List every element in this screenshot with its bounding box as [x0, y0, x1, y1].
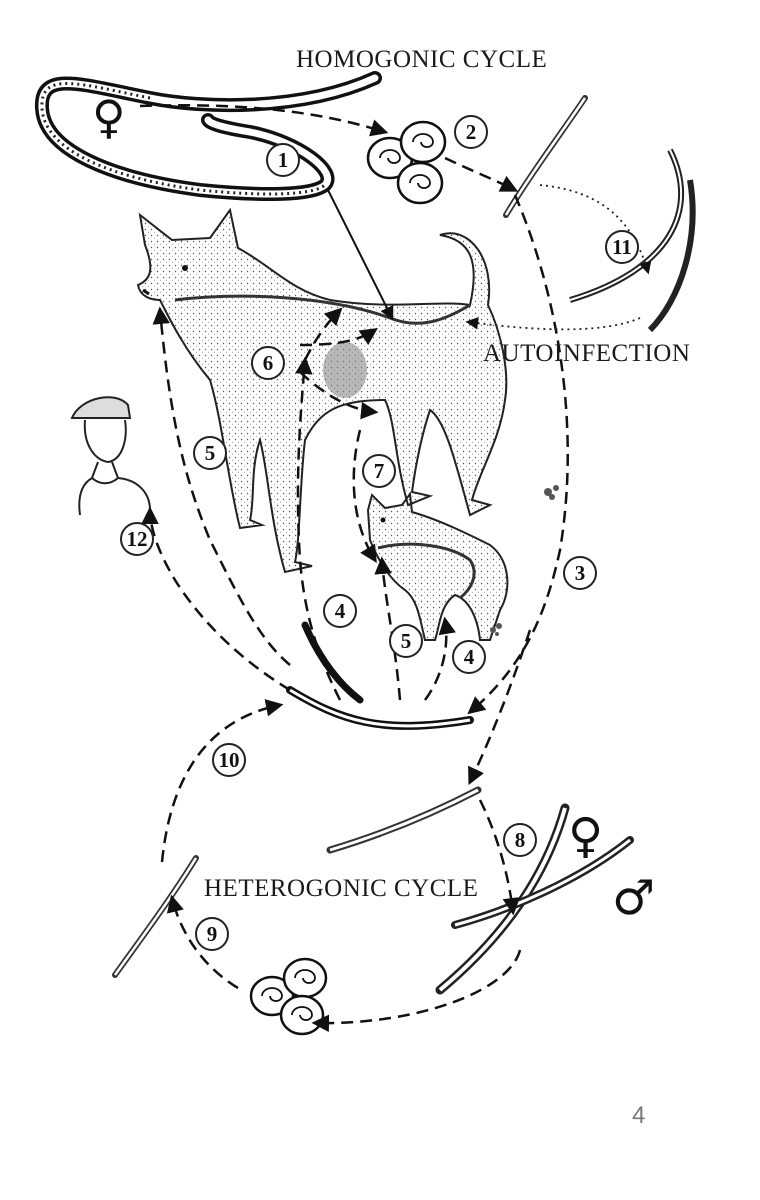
homogonic-cycle-label: HOMOGONIC CYCLE [296, 46, 548, 73]
step-2: 2 [454, 115, 488, 149]
larva-icon-lower [326, 786, 482, 854]
larvae-pair-icon [286, 621, 474, 730]
step-10: 10 [212, 743, 246, 777]
step-1: 1 [266, 143, 300, 177]
step-5b: 5 [389, 624, 423, 658]
step-4b: 4 [452, 640, 486, 674]
male-symbol: ♂ [612, 870, 656, 926]
step-5: 5 [193, 436, 227, 470]
autoinfection-larvae-icon [569, 148, 696, 333]
step-4: 4 [323, 594, 357, 628]
heterogonic-cycle-label: HETEROGONIC CYCLE [204, 875, 479, 902]
step-12: 12 [120, 522, 154, 556]
autoinfection-label: AUTOINFECTION [483, 340, 691, 367]
step-11: 11 [605, 230, 639, 264]
egg-cluster-icon-bottom [249, 957, 328, 1036]
egg-cluster-icon [366, 120, 447, 205]
human-icon [70, 396, 151, 516]
cycle-arrows [139, 104, 569, 1033]
debris-icon [490, 485, 559, 636]
step-3: 3 [563, 556, 597, 590]
female-symbol: ♀ [92, 90, 126, 144]
cat-icon [366, 491, 509, 641]
migration-arrow [327, 189, 394, 321]
female-symbol-bottom: ♀ [568, 808, 604, 864]
step-9: 9 [195, 917, 229, 951]
page-number: 4 [632, 1102, 646, 1129]
step-6: 6 [251, 346, 285, 380]
autoinfection-arrows [465, 184, 652, 331]
step-7: 7 [362, 454, 396, 488]
step-8: 8 [503, 823, 537, 857]
